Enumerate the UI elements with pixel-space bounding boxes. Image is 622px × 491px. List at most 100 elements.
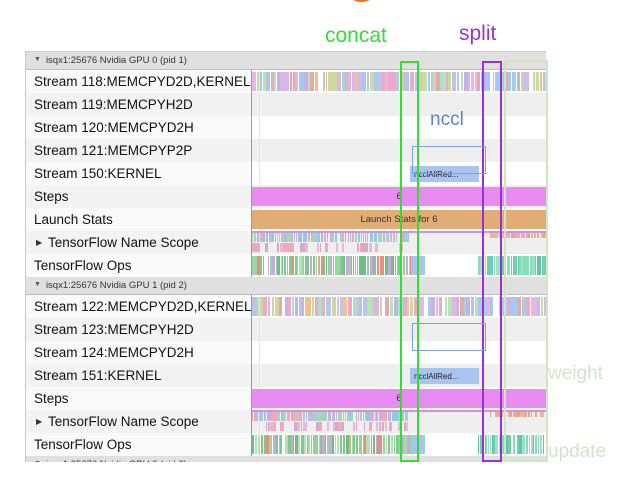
trace-event-block[interactable] bbox=[540, 297, 544, 316]
trace-event-block[interactable] bbox=[269, 256, 272, 275]
trace-event-block[interactable] bbox=[363, 256, 367, 275]
track-timeline[interactable] bbox=[252, 231, 546, 254]
trace-event-block[interactable] bbox=[487, 256, 489, 275]
trace-event-block[interactable] bbox=[537, 297, 541, 316]
trace-event-block[interactable] bbox=[380, 72, 385, 91]
trace-event-block[interactable] bbox=[413, 297, 418, 316]
trace-event-block[interactable] bbox=[306, 435, 308, 454]
trace-event-block[interactable] bbox=[517, 435, 519, 454]
trace-event-block[interactable] bbox=[355, 435, 359, 454]
trace-event-block[interactable] bbox=[262, 72, 266, 91]
trace-event-block[interactable] bbox=[340, 422, 342, 431]
trace-event-block[interactable] bbox=[305, 243, 308, 252]
trace-event-block[interactable] bbox=[277, 411, 279, 421]
trace-event-block[interactable] bbox=[402, 435, 404, 454]
trace-event-block[interactable] bbox=[261, 411, 264, 421]
trace-event-block[interactable] bbox=[478, 297, 483, 316]
trace-event-block[interactable] bbox=[335, 243, 338, 252]
trace-event-block[interactable] bbox=[285, 72, 290, 91]
trace-event-block[interactable] bbox=[384, 256, 388, 275]
trace-event-block[interactable] bbox=[399, 72, 404, 91]
trace-event-block[interactable] bbox=[456, 72, 459, 91]
trace-event-block[interactable] bbox=[520, 72, 523, 91]
trace-event-block[interactable] bbox=[259, 297, 263, 316]
trace-event-block[interactable] bbox=[384, 422, 387, 431]
trace-event-block[interactable] bbox=[320, 232, 324, 242]
trace-event-block[interactable] bbox=[256, 232, 260, 242]
trace-event-block[interactable] bbox=[346, 411, 349, 421]
trace-event-block[interactable] bbox=[357, 232, 361, 242]
trace-event-block[interactable] bbox=[334, 435, 337, 454]
trace-event-block[interactable] bbox=[502, 297, 507, 316]
track-row[interactable]: ▶TensorFlow Name Scope bbox=[26, 410, 546, 433]
trace-event-block[interactable] bbox=[300, 435, 304, 454]
trace-event-block[interactable] bbox=[252, 232, 254, 242]
trace-event-block[interactable] bbox=[322, 297, 325, 316]
caret-down-icon[interactable]: ▼ bbox=[34, 460, 41, 462]
trace-event-block[interactable] bbox=[360, 232, 363, 242]
trace-event-block[interactable] bbox=[336, 435, 340, 454]
trace-event-block[interactable] bbox=[317, 243, 320, 252]
track-row-label[interactable]: ▶TensorFlow Name Scope bbox=[26, 231, 252, 254]
trace-event-block[interactable] bbox=[389, 232, 391, 242]
trace-event-block[interactable] bbox=[510, 412, 513, 417]
trace-event-block[interactable] bbox=[339, 232, 342, 242]
track-row[interactable]: Stream 124:MEMCPYD2H bbox=[26, 341, 546, 364]
trace-event-block[interactable] bbox=[348, 232, 350, 242]
trace-event-block[interactable] bbox=[515, 297, 518, 316]
trace-event-block[interactable] bbox=[378, 422, 382, 431]
trace-event-block[interactable] bbox=[305, 422, 307, 431]
track-row-label[interactable]: Stream 121:MEMCPYP2P bbox=[26, 139, 252, 162]
trace-event-block[interactable] bbox=[530, 435, 533, 454]
trace-event-block[interactable] bbox=[366, 243, 369, 252]
trace-event-block[interactable] bbox=[293, 435, 295, 454]
trace-event-block[interactable] bbox=[284, 232, 286, 242]
trace-event-block[interactable] bbox=[480, 256, 483, 275]
trace-event-block[interactable] bbox=[308, 435, 311, 454]
trace-event-block[interactable] bbox=[380, 435, 383, 454]
trace-event-block[interactable] bbox=[490, 233, 492, 238]
trace-event-block[interactable] bbox=[351, 72, 355, 91]
trace-event-block[interactable] bbox=[541, 256, 543, 275]
trace-event-block[interactable] bbox=[337, 72, 342, 91]
trace-event-block[interactable] bbox=[289, 72, 293, 91]
trace-event-block[interactable] bbox=[508, 412, 510, 417]
trace-event-block[interactable] bbox=[302, 256, 305, 275]
track-timeline[interactable] bbox=[252, 318, 546, 341]
trace-event-block[interactable] bbox=[447, 297, 452, 316]
trace-event-block[interactable] bbox=[539, 412, 542, 417]
trace-event-block[interactable] bbox=[317, 256, 321, 275]
trace-event-block[interactable] bbox=[352, 256, 355, 275]
trace-event-block[interactable] bbox=[497, 412, 500, 417]
trace-event-block[interactable] bbox=[309, 411, 312, 421]
trace-event-block[interactable] bbox=[532, 256, 535, 275]
trace-event-block[interactable] bbox=[533, 72, 536, 91]
steps-bar[interactable]: 6 bbox=[252, 187, 546, 206]
trace-event-block[interactable] bbox=[332, 435, 335, 454]
track-timeline[interactable] bbox=[252, 116, 546, 139]
trace-event-block[interactable] bbox=[487, 435, 490, 454]
trace-event-block[interactable] bbox=[256, 256, 260, 275]
trace-event-block[interactable] bbox=[322, 435, 325, 454]
track-timeline[interactable]: ncclAllRed... bbox=[252, 162, 546, 185]
triangle-right-icon[interactable]: ▶ bbox=[36, 417, 43, 426]
group-header-gpu2[interactable]: ▼isqx1:25676 Nvidia GPU 2 (pid 3) bbox=[26, 456, 546, 462]
trace-event-block[interactable] bbox=[407, 232, 410, 242]
trace-event-block[interactable] bbox=[435, 297, 439, 316]
trace-event-block[interactable] bbox=[537, 435, 540, 454]
trace-event-block[interactable] bbox=[281, 411, 283, 421]
trace-event-block[interactable] bbox=[396, 256, 398, 275]
trace-event-block[interactable] bbox=[298, 411, 300, 421]
track-timeline[interactable]: 6 bbox=[252, 387, 546, 410]
trace-event-block[interactable] bbox=[284, 297, 287, 316]
trace-event-block[interactable] bbox=[297, 256, 299, 275]
trace-event-block[interactable] bbox=[359, 435, 363, 454]
trace-event-block[interactable] bbox=[315, 256, 318, 275]
trace-event-block[interactable] bbox=[304, 297, 309, 316]
trace-event-block[interactable] bbox=[436, 72, 440, 91]
trace-event-block[interactable] bbox=[307, 411, 309, 421]
trace-event-block[interactable] bbox=[402, 256, 406, 275]
trace-event-block[interactable] bbox=[286, 243, 290, 252]
